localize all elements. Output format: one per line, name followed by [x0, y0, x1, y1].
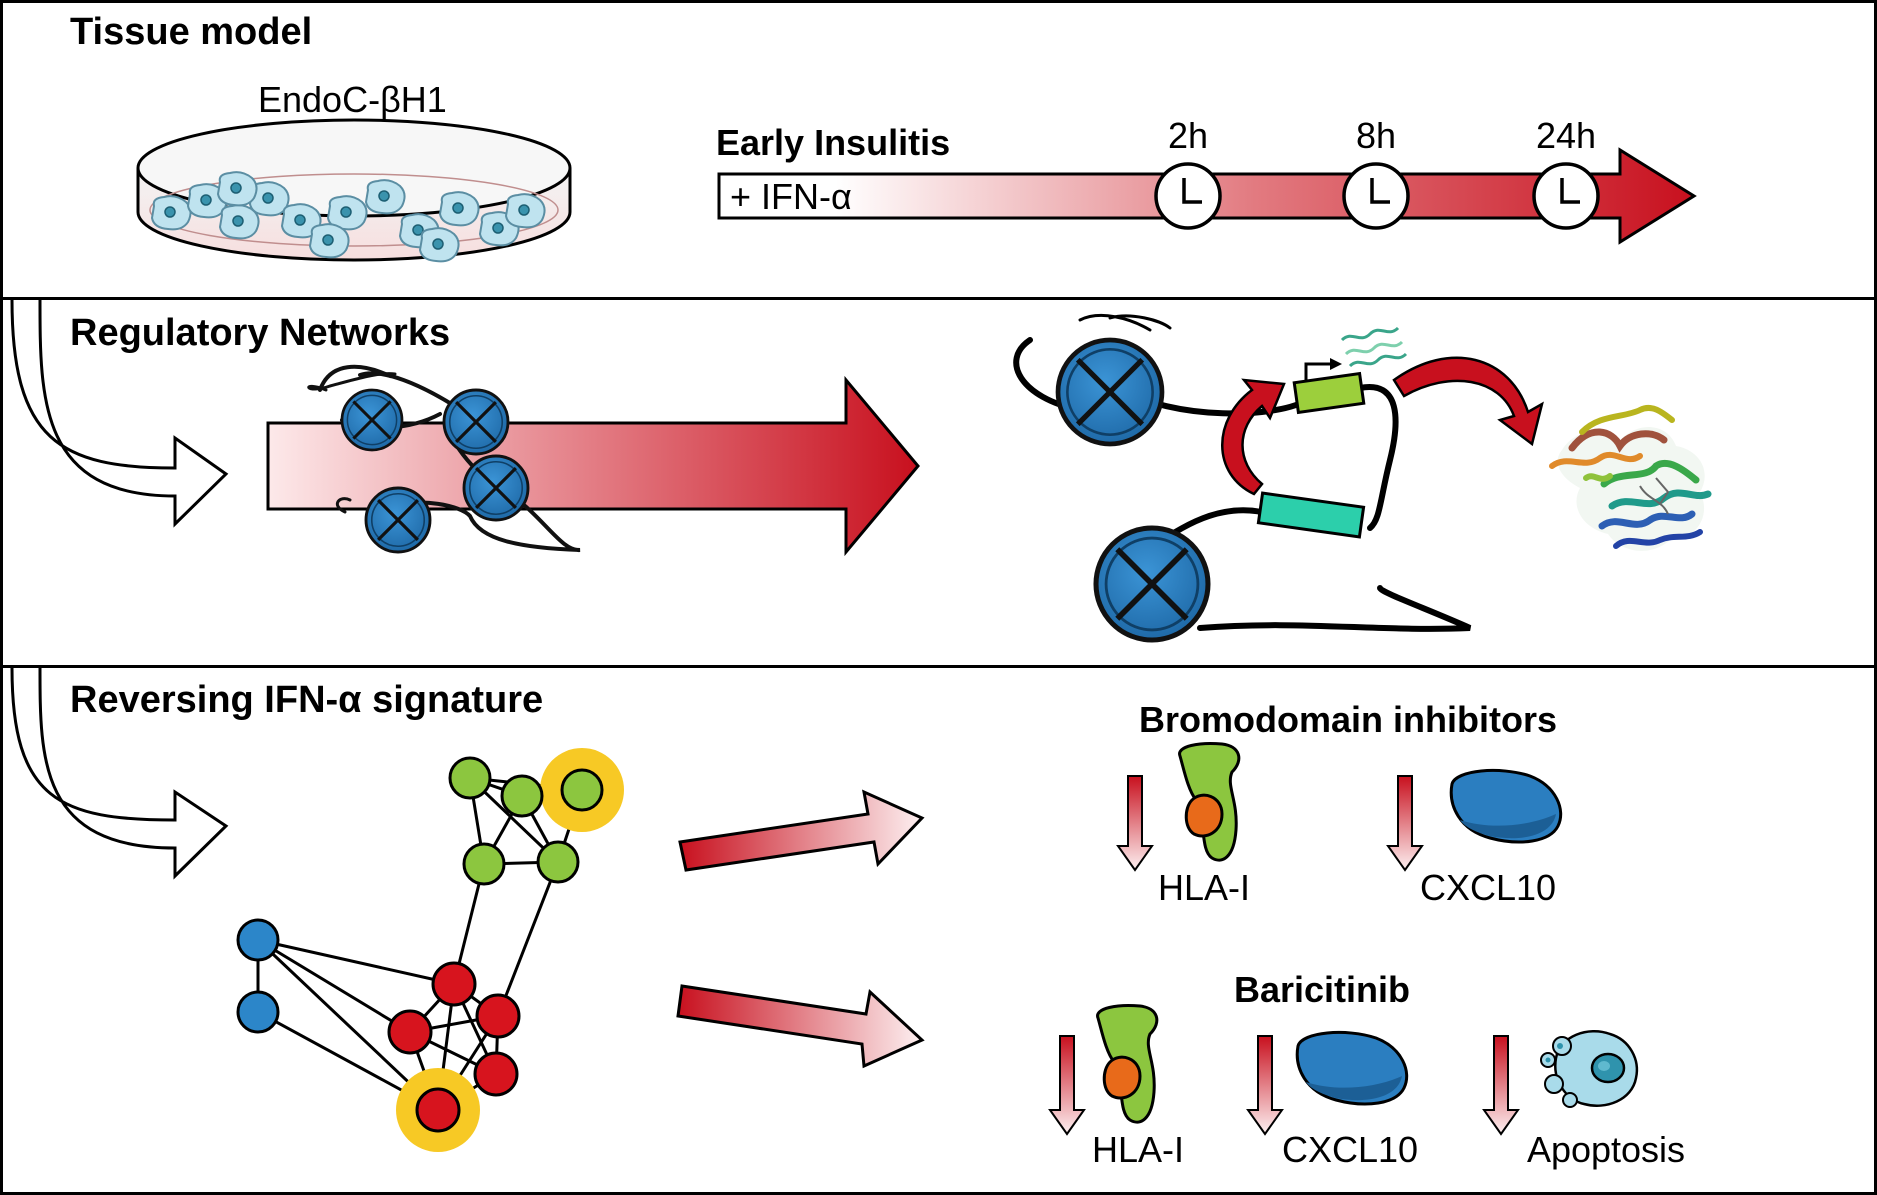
nucleosome-icon: [462, 454, 530, 522]
network-node-blue: [236, 990, 280, 1034]
down-arrow-icon: [1482, 1035, 1520, 1136]
timepoint-24h: 24h: [1536, 115, 1596, 156]
nucleosome-icon: [1058, 340, 1162, 444]
mrna-transcripts-icon: [1340, 326, 1408, 368]
nucleosome-icon: [340, 388, 404, 452]
network-node-green: [462, 842, 506, 886]
panel-title-reversing-signature: Reversing IFN-α signature: [70, 679, 543, 721]
flow-arrow-to-networks: [10, 299, 229, 528]
gene-network: [236, 748, 624, 1152]
clock-icon: [1532, 162, 1600, 230]
timepoint-8h: 8h: [1356, 115, 1396, 156]
target-label-hla: HLA-I: [1092, 1129, 1184, 1170]
group-title-bromodomain: Bromodomain inhibitors: [1139, 699, 1557, 740]
network-node-red: [387, 1009, 433, 1055]
timeline-title: Early Insulitis: [716, 122, 950, 163]
hla-icon: [1178, 742, 1241, 862]
network-node-red: [475, 993, 521, 1039]
chromatin-fiber-open: [1013, 313, 1472, 632]
petri-dish-icon: [136, 118, 572, 263]
panel-title-tissue-model: Tissue model: [70, 11, 312, 53]
nucleosome-icon: [442, 388, 510, 456]
target-label-hla: HLA-I: [1158, 867, 1250, 908]
network-node-red: [415, 1087, 461, 1133]
cell-line-label: EndoC-βH1: [258, 79, 447, 120]
flow-arrow-to-reversing: [10, 667, 229, 880]
chromatin-big-arrow: [266, 375, 920, 557]
gene-enhancer-box: [1256, 491, 1366, 539]
target-label-apoptosis: Apoptosis: [1527, 1129, 1685, 1170]
network-edges: [256, 776, 584, 1112]
gene-promoter-box: [1292, 371, 1366, 415]
group-title-baricitinib: Baricitinib: [1234, 969, 1410, 1010]
protein-structure-icon: [1549, 404, 1712, 551]
transcription-start-icon: [1304, 358, 1342, 380]
down-arrow-icon: [1116, 775, 1154, 872]
apoptosis-cell-icon: [1540, 1030, 1639, 1108]
timepoint-2h: 2h: [1168, 115, 1208, 156]
enhancer-interaction-arrow: [1221, 378, 1286, 496]
treatment-label: + IFN-α: [730, 176, 852, 217]
nucleosome-icon: [1096, 528, 1208, 640]
target-label-cxcl10: CXCL10: [1282, 1129, 1418, 1170]
clock-icon: [1342, 162, 1410, 230]
down-arrow-icon: [1246, 1035, 1284, 1136]
network-node-red: [473, 1051, 519, 1097]
cxcl10-icon: [1449, 768, 1563, 844]
treatment-arrow-baricitinib: [676, 984, 925, 1069]
network-node-blue: [236, 918, 280, 962]
network-node-green: [448, 756, 492, 800]
network-node-green: [536, 840, 580, 884]
hla-icon: [1096, 1004, 1159, 1124]
clock-icon: [1154, 162, 1222, 230]
network-node-green: [560, 768, 604, 812]
panel-title-regulatory-networks: Regulatory Networks: [70, 312, 450, 354]
down-arrow-icon: [1048, 1035, 1086, 1136]
network-node-green: [500, 774, 544, 818]
target-label-cxcl10: CXCL10: [1420, 867, 1556, 908]
nucleosome-icon: [364, 486, 432, 554]
treatment-arrow-bromodomain: [678, 789, 925, 872]
panel-border-reversing-signature: [0, 665, 1877, 1195]
translation-arrow: [1392, 356, 1544, 447]
cxcl10-icon: [1295, 1030, 1409, 1106]
down-arrow-icon: [1386, 775, 1424, 872]
network-node-red: [431, 961, 477, 1007]
